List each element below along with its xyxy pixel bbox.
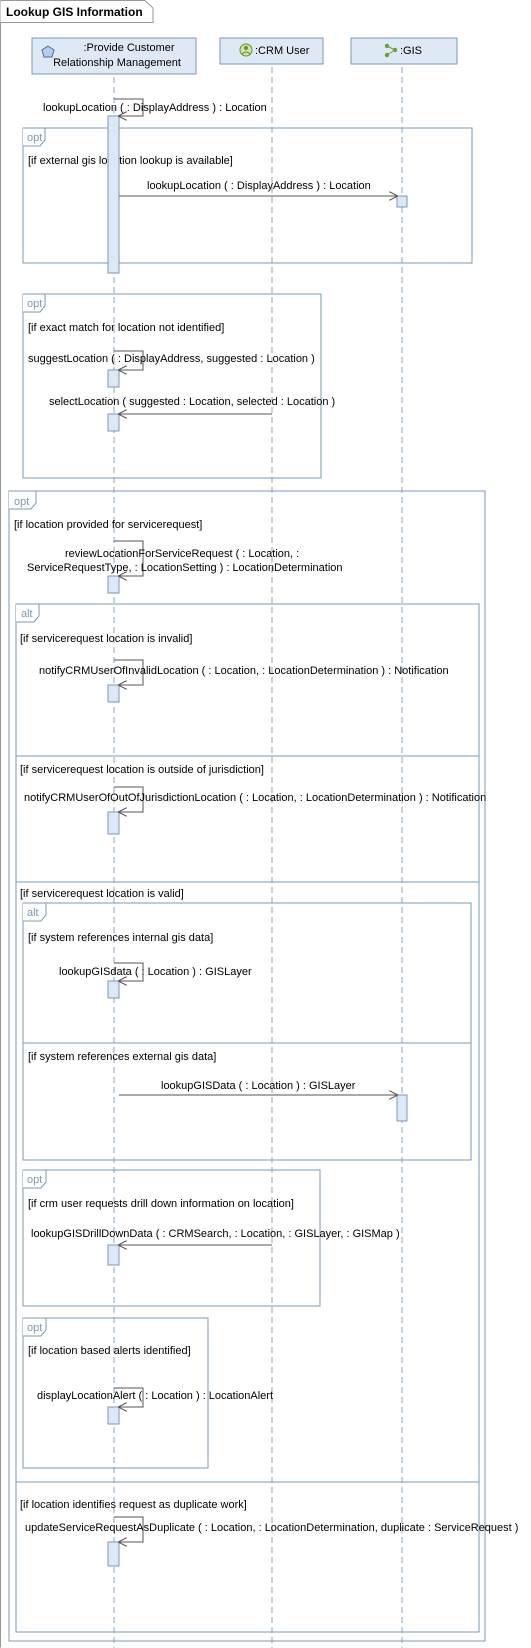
diagram-frame: Lookup GIS Information [0,0,154,1648]
fragment-opt-drill-down: opt [if crm user requests drill down inf… [22,1169,321,1307]
message-label: ServiceRequestType, : LocationSetting ) … [27,562,343,574]
fragment-opt-alerts: opt [if location based alerts identified… [22,1317,209,1469]
fragment-guard: [if location based alerts identified] [28,1345,191,1357]
fragment-alt-location-status: alt [if servicerequest location is inval… [15,603,480,1633]
self-message-arrow [114,962,144,981]
activation-bar [107,1541,120,1567]
fragment-guard: [if servicerequest location is outside o… [20,764,264,776]
fragment-opt-exact-match: opt [if exact match for location not ide… [22,293,322,479]
self-message-arrow [114,350,144,370]
activation-bars [107,115,408,1567]
fragment-operator: opt [14,496,29,508]
fragment-opt-external-lookup: opt [if external gis location lookup is … [22,127,473,264]
activation-bar [107,115,120,274]
fragment-guard: [if servicerequest location is invalid] [20,633,192,645]
node-icon [384,43,398,58]
self-message-arrow [114,1387,144,1407]
messages [114,98,397,1542]
fragment-operator: alt [27,907,39,919]
self-message-arrow [114,786,144,812]
message-label: lookupLocation ( : DisplayAddress ) : Lo… [43,102,267,114]
self-message-arrow [114,1516,144,1542]
self-message-arrow [114,540,144,576]
message-label: selectLocation ( suggested : Location, s… [49,396,335,408]
message-label: lookupLocation ( : DisplayAddress ) : Lo… [147,180,371,192]
fragment-guard: [if system references internal gis data] [28,932,213,944]
activation-bar [107,1406,120,1425]
fragment-operator: opt [27,1174,42,1186]
lifeline-header-gis[interactable]: :GIS [350,37,458,65]
message-labels: lookupLocation ( : DisplayAddress ) : Lo… [24,102,518,1534]
fragment-operator: opt [27,298,42,310]
lifeline-label: :GIS [400,45,422,57]
message-label: suggestLocation ( : DisplayAddress, sugg… [28,353,315,365]
message-label: lookupGISdata ( : Location ) : GISLayer [59,966,252,978]
activation-bar [107,575,120,594]
activation-bar [107,980,120,999]
fragment-alt-gis-data: alt [if system references internal gis d… [22,902,472,1161]
fragment-guard: [if crm user requests drill down informa… [28,1198,294,1210]
message-label: notifyCRMUserOfOutOfJurisdictionLocation… [24,792,486,804]
component-icon [41,45,55,58]
frame-title: Lookup GIS Information [6,5,143,19]
fragment-opt-location-provided: opt [if location provided for servicereq… [8,490,486,1642]
activation-bar [107,684,120,703]
lifeline-header-crm[interactable]: :Provide Customer Relationship Managemen… [31,37,197,75]
message-label: updateServiceRequestAsDuplicate ( : Loca… [25,1522,518,1534]
fragment-operator: opt [27,132,42,144]
fragment-guard: [if servicerequest location is valid] [20,888,184,900]
message-label: displayLocationAlert ( : Location ) : Lo… [37,1390,273,1402]
message-label: lookupGISDrillDownData ( : CRMSearch, : … [31,1228,400,1240]
actor-icon [239,43,253,57]
activation-bar [107,369,120,388]
fragment-guard: [if location provided for servicerequest… [14,519,202,531]
activation-bar [107,811,120,835]
activation-bar [107,1244,120,1266]
fragment-guard: [if location identifies request as dupli… [20,1499,247,1511]
fragment-operator: alt [21,608,33,620]
activation-bar [107,413,120,432]
fragment-guard: [if external gis location lookup is avai… [28,155,233,167]
fragment-guard: [if system references external gis data] [28,1051,216,1063]
lifeline-label: :CRM User [255,45,310,57]
fragment-operator: opt [27,1322,42,1334]
activation-bar [396,195,408,208]
fragment-guard: [if exact match for location not identif… [28,322,224,334]
lifeline-label: :Provide Customer [83,42,174,54]
self-message-arrow [114,98,144,116]
self-message-arrow [114,659,144,685]
message-label: reviewLocationForServiceRequest ( : Loca… [65,548,299,560]
lifeline-header-crm-user[interactable]: :CRM User [219,37,324,65]
message-label: notifyCRMUserOfInvalidLocation ( : Locat… [39,665,449,677]
lifeline-label: Relationship Management [53,57,181,69]
message-label: lookupGISData ( : Location ) : GISLayer [161,1080,356,1092]
activation-bar [396,1094,408,1122]
